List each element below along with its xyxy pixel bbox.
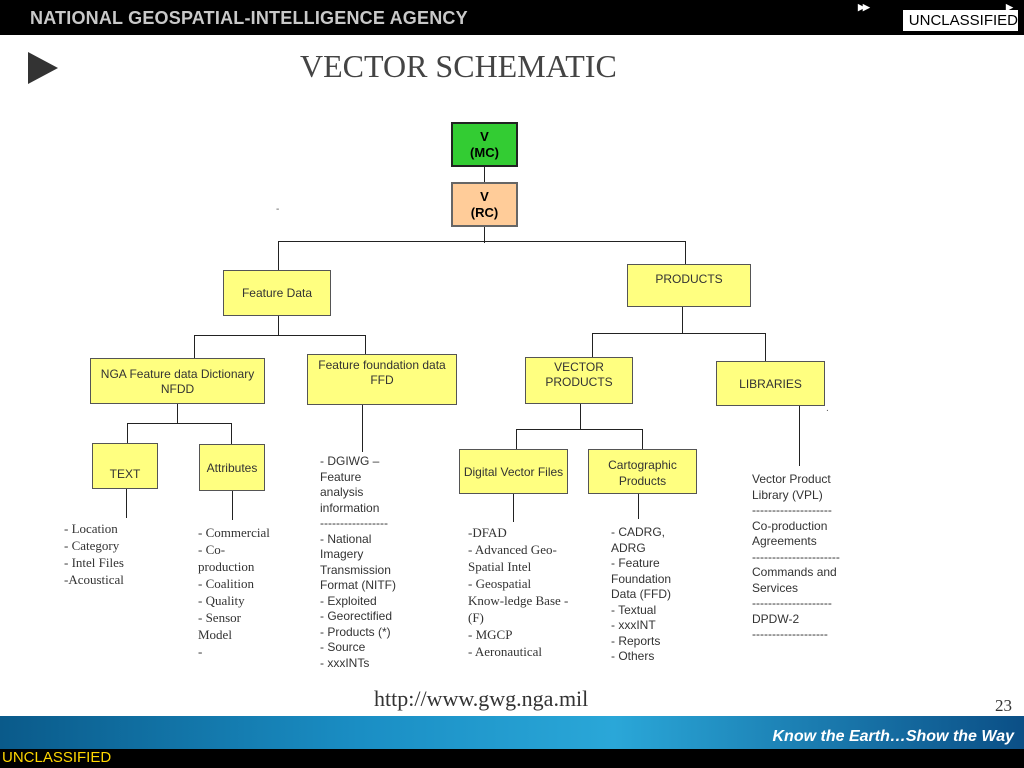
- node-v-rc-line1: V: [480, 189, 489, 204]
- node-v-mc-line2: (MC): [470, 145, 499, 160]
- connector-line: [580, 404, 581, 430]
- node-feature-data-label: Feature Data: [241, 286, 313, 300]
- connector-line: [592, 333, 766, 334]
- node-attributes-label: Attributes: [206, 461, 258, 475]
- slide-title: VECTOR SCHEMATIC: [300, 48, 617, 84]
- list-attributes-items: - Commercial - Co- production - Coalitio…: [198, 525, 270, 659]
- stray-mark: .: [826, 403, 829, 414]
- connector-line: [592, 333, 593, 357]
- connector-line: [516, 429, 643, 430]
- node-v-mc-line1: V: [480, 129, 489, 144]
- connector-line: [638, 494, 639, 519]
- node-products-label: PRODUCTS: [655, 272, 723, 286]
- footer-bar: UNCLASSIFIED: [0, 749, 1024, 768]
- node-v-rc: V (RC): [451, 182, 518, 227]
- connector-line: [278, 316, 279, 336]
- node-nfdd-line2: NFDD: [160, 382, 195, 396]
- connector-line: [799, 406, 800, 466]
- list-libraries-items: Vector Product Library (VPL) -----------…: [752, 472, 840, 641]
- node-cartographic-products-line1: Cartographic: [608, 458, 677, 472]
- node-vector-products-line2: PRODUCTS: [545, 375, 613, 389]
- list-dvf-items: -DFAD - Advanced Geo- Spatial Intel - Ge…: [468, 525, 569, 659]
- connector-line: [642, 429, 643, 450]
- connector-line: [365, 335, 366, 355]
- page-number: 23: [995, 696, 1012, 715]
- node-digital-vector-files: Digital Vector Files: [459, 449, 568, 494]
- node-ffd: Feature foundation data FFD: [307, 354, 457, 405]
- connector-line: [127, 423, 232, 424]
- node-ffd-line2: FFD: [370, 373, 394, 387]
- stray-mark: -: [276, 204, 280, 215]
- footer-slogan: Know the Earth…Show the Way: [772, 728, 1015, 745]
- node-feature-data: Feature Data: [223, 270, 331, 316]
- connector-line: [278, 241, 279, 271]
- connector-line: [516, 429, 517, 450]
- play-arrow-icon: [28, 52, 58, 84]
- list-carto-items: - CADRG, ADRG - Feature Foundation Data …: [611, 525, 672, 663]
- node-nfdd: NGA Feature data Dictionary NFDD: [90, 358, 265, 404]
- connector-line: [126, 489, 127, 518]
- header-bar: NATIONAL GEOSPATIAL-INTELLIGENCE AGENCY …: [0, 0, 1024, 35]
- node-vector-products: VECTOR PRODUCTS: [525, 357, 633, 404]
- connector-line: [765, 333, 766, 361]
- node-ffd-line1: Feature foundation data: [318, 358, 446, 372]
- classification-label-top: UNCLASSIFIED: [902, 10, 1018, 31]
- connector-line: [127, 423, 128, 444]
- node-libraries: LIBRARIES: [716, 361, 825, 406]
- connector-line: [194, 335, 195, 359]
- connector-line: [682, 307, 683, 334]
- node-cartographic-products: Cartographic Products: [588, 449, 697, 494]
- list-text-items: - Location - Category - Intel Files -Aco…: [64, 521, 124, 587]
- chevron-right-icon: ▶▶: [858, 2, 870, 12]
- node-v-rc-line2: (RC): [470, 205, 499, 220]
- footer-url-link[interactable]: http://www.gwg.nga.mil: [374, 686, 589, 711]
- node-vector-products-line1: VECTOR: [554, 360, 604, 374]
- node-attributes: Attributes: [199, 444, 265, 491]
- connector-line: [177, 404, 178, 424]
- node-text-label: TEXT: [109, 467, 141, 481]
- node-cartographic-products-line2: Products: [618, 474, 667, 488]
- node-nfdd-line1: NGA Feature data Dictionary: [100, 367, 255, 381]
- classification-label-bottom: UNCLASSIFIED: [2, 749, 112, 766]
- connector-line: [362, 405, 363, 452]
- agency-name: NATIONAL GEOSPATIAL-INTELLIGENCE AGENCY: [30, 8, 468, 28]
- node-v-mc: V (MC): [451, 122, 518, 167]
- connector-line: [484, 166, 485, 183]
- node-products: PRODUCTS: [627, 264, 751, 307]
- list-ffd-items: - DGIWG – Feature analysis information -…: [320, 454, 396, 670]
- node-text: TEXT: [92, 443, 158, 489]
- connector-line: [232, 491, 233, 520]
- node-libraries-label: LIBRARIES: [739, 377, 802, 391]
- connector-line: [513, 494, 514, 522]
- connector-line: [194, 335, 366, 336]
- connector-line: [231, 423, 232, 445]
- connector-line: [484, 227, 485, 243]
- footer-banner: [0, 716, 1024, 750]
- chevron-right-icon: ▶: [1006, 2, 1013, 12]
- connector-line: [278, 241, 686, 242]
- connector-line: [685, 241, 686, 265]
- node-digital-vector-files-label: Digital Vector Files: [463, 465, 564, 479]
